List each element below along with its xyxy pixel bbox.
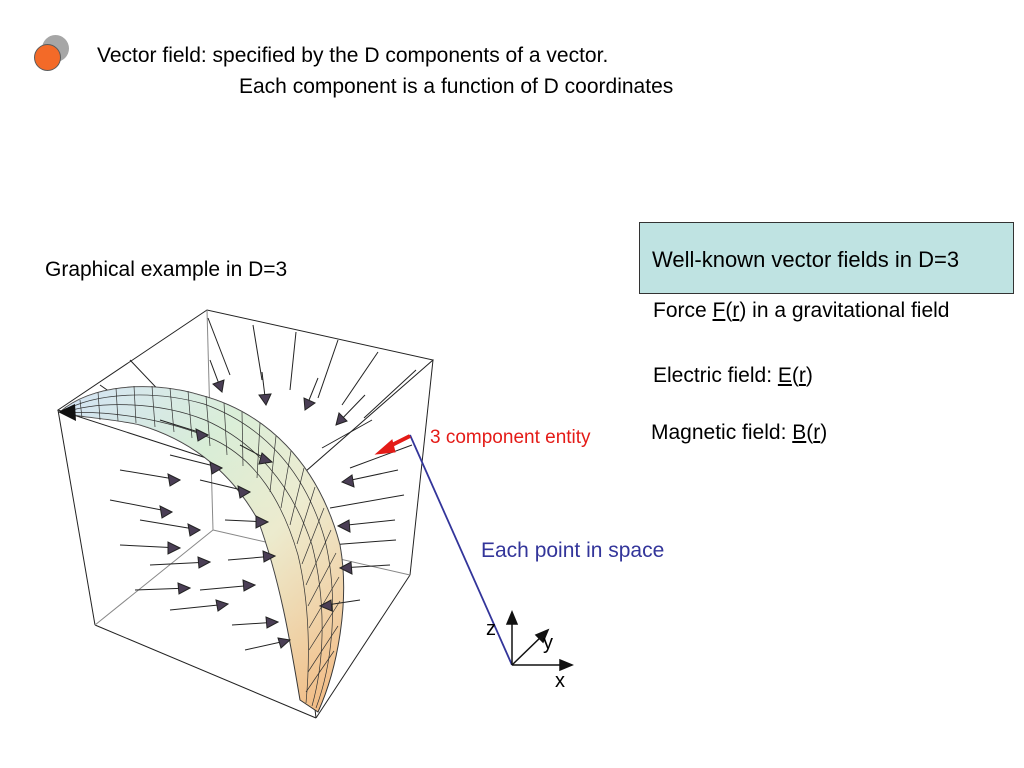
curved-surface xyxy=(58,385,345,713)
example-title: Graphical example in D=3 xyxy=(45,258,288,281)
header-line-1: Vector field: specified by the D compone… xyxy=(97,44,609,67)
magnetic-arg: r xyxy=(813,421,821,444)
point-label: Each point in space xyxy=(481,539,665,562)
magnetic-symbol: B xyxy=(792,421,807,444)
known-fields-box: Well-known vector fields in D=3 xyxy=(639,222,1014,294)
point-pointer-line xyxy=(409,434,513,666)
electric-field-item: Electric field: E(r) xyxy=(653,364,813,387)
electric-symbol: E xyxy=(777,364,792,387)
axis-y-label: y xyxy=(543,632,553,654)
header-line-2: Each component is a function of D coordi… xyxy=(239,75,674,98)
known-fields-heading: Well-known vector fields in D=3 xyxy=(652,247,960,272)
field-arrows-front xyxy=(109,359,399,651)
coordinate-axes xyxy=(505,610,574,672)
entity-label: 3 component entity xyxy=(430,427,591,448)
axis-z-label: z xyxy=(486,618,496,640)
axis-x-label: x xyxy=(555,670,565,692)
electric-arg: r xyxy=(798,364,806,387)
force-arg: r xyxy=(732,299,740,322)
entity-arrow xyxy=(374,434,411,455)
bullet-icon xyxy=(34,44,61,71)
force-field-item: Force F(r) in a gravitational field xyxy=(653,299,950,322)
cube-frame xyxy=(56,309,435,719)
magnetic-field-item: Magnetic field: B(r) xyxy=(651,421,828,444)
force-symbol: F xyxy=(712,299,726,322)
